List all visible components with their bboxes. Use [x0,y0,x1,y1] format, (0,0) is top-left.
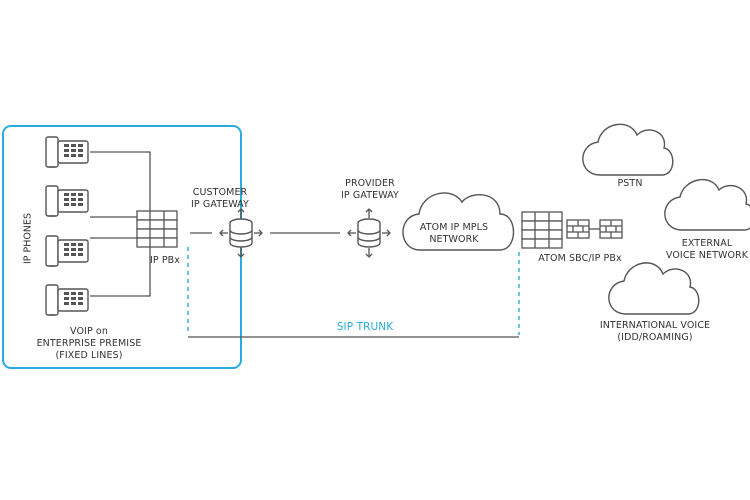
external-voice-line-2: VOICE NETWORK [665,250,749,261]
atom-network-label: ATOM IP MPLS NETWORK [414,222,494,246]
voip-line-2: ENTERPRISE PREMISE [36,338,142,349]
pstn-cloud-icon [582,123,674,176]
customer-gateway-line-2: IP GATEWAY [191,199,249,210]
external-voice-label: EXTERNAL VOICE NETWORK [664,238,750,262]
international-voice-cloud-icon [608,262,700,315]
provider-gateway-line-2: IP GATEWAY [341,190,399,201]
atom-sbc-label: ATOM SBC/IP PBx [538,253,622,264]
atom-network-cloud-icon [402,192,515,251]
sip-trunk-label: SIP TRUNK [336,321,394,333]
customer-gateway-label: CUSTOMER IP GATEWAY [180,187,260,211]
atom-sbc-server-icon [521,211,563,249]
customer-gateway-database-icon [219,208,263,258]
ip-phone-icon [45,235,89,267]
phone-connectors [90,151,151,297]
provider-gateway-line-1: PROVIDER [345,178,395,189]
international-voice-line-2: (IDD/ROAMING) [617,332,693,343]
ip-phones-label: IP PHONES [22,212,34,265]
ip-pbx-label: IP PBx [149,255,181,266]
sip-trunk-path [187,247,520,338]
external-voice-line-1: EXTERNAL [681,238,733,249]
ip-phone-icon [45,284,89,316]
international-voice-line-1: INTERNATIONAL VOICE [599,320,711,331]
external-voice-cloud-icon [664,178,750,231]
provider-gateway-database-icon [347,208,391,258]
firewall-icon [566,219,590,239]
voip-line-3: (FIXED LINES) [55,350,123,361]
ip-pbx-server-icon [136,210,178,248]
customer-gateway-line-1: CUSTOMER [192,187,248,198]
provider-gateway-label: PROVIDER IP GATEWAY [330,178,410,202]
voip-enterprise-label: VOIP on ENTERPRISE PREMISE (FIXED LINES) [34,326,144,362]
ip-phone-icon [45,185,89,217]
voip-line-1: VOIP on [70,326,108,337]
international-voice-label: INTERNATIONAL VOICE (IDD/ROAMING) [595,320,715,344]
atom-network-line-1: ATOM IP MPLS [419,222,489,233]
pstn-label: PSTN [617,178,643,189]
ip-phone-icon [45,136,89,168]
atom-network-line-2: NETWORK [429,234,479,245]
firewall-icon [599,219,623,239]
